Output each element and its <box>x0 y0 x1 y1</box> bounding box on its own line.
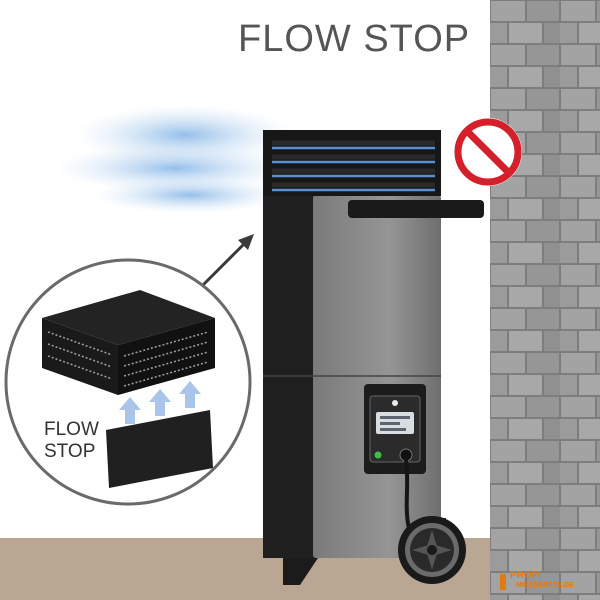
airflow <box>55 105 295 213</box>
prohibited-icon <box>454 118 522 186</box>
arrow-diagonal-icon <box>201 234 254 287</box>
vent-slats <box>272 146 435 192</box>
detail-inset <box>4 258 252 506</box>
inset-vent-left <box>42 318 118 395</box>
device-handle <box>348 200 484 218</box>
device-foot <box>283 558 318 585</box>
inset-vent-top <box>42 290 215 345</box>
brand-logo-text: PROFI <box>510 570 541 581</box>
dehumidifier-device <box>263 130 484 585</box>
status-light <box>392 400 398 406</box>
cable-port <box>399 448 413 462</box>
inset-label: FLOW STOP <box>44 419 99 463</box>
power-button-icon[interactable] <box>374 451 382 459</box>
inset-label-line1: FLOW <box>44 419 99 440</box>
brand-logo <box>500 574 506 590</box>
brick-wall <box>490 0 600 600</box>
inset-label-line2: STOP <box>44 441 96 462</box>
brand-logo-subtext: MIETGERÄTE.DE <box>516 582 574 589</box>
flow-stop-plate <box>106 410 213 488</box>
wheel <box>398 516 466 584</box>
page-title: FLOW STOP <box>238 18 471 60</box>
device-side-panel <box>263 190 315 558</box>
arrow-up-icon <box>119 381 201 424</box>
